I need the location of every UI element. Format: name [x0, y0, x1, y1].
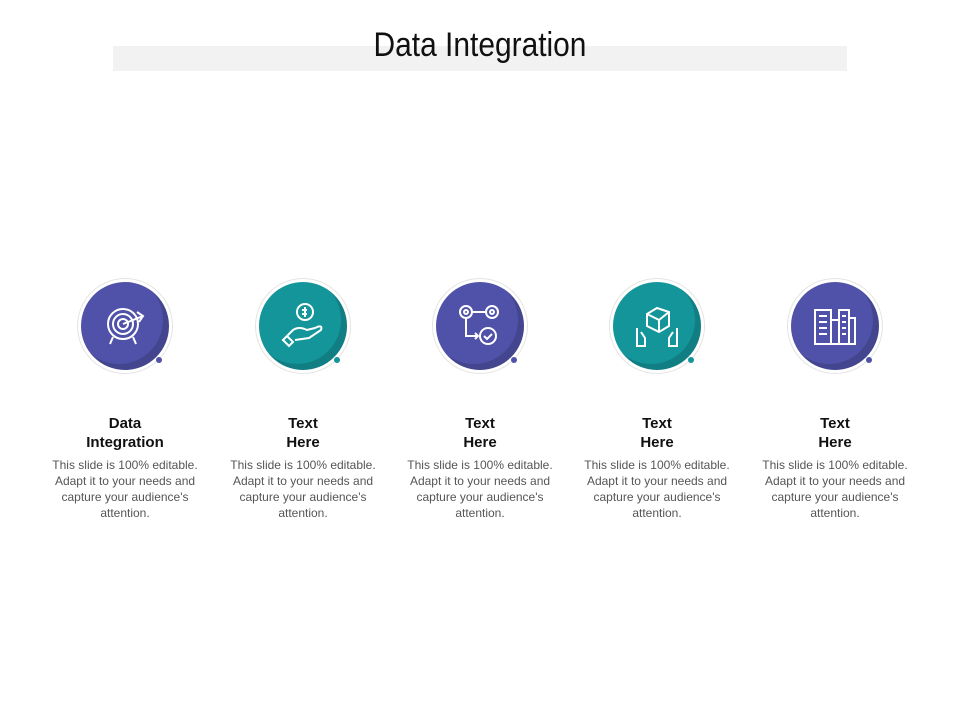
- accent-dot: [688, 357, 694, 363]
- hand-dollar-icon: [281, 303, 323, 348]
- heading-line1: Text: [288, 415, 318, 432]
- step-description: This slide is 100% editable. Adapt it to…: [584, 458, 730, 520]
- heading-line1: Text: [465, 415, 495, 432]
- title-bar: [113, 46, 847, 71]
- heading-line2: Here: [463, 434, 497, 451]
- hands-box-icon: [636, 306, 678, 347]
- step-description: This slide is 100% editable. Adapt it to…: [407, 458, 553, 520]
- icon-ring: [609, 278, 705, 374]
- heading-line2: Here: [640, 434, 674, 451]
- heading-line1: Data: [108, 415, 142, 432]
- icon-ring: [432, 278, 528, 374]
- step-description: This slide is 100% editable. Adapt it to…: [52, 458, 198, 520]
- step-description: This slide is 100% editable. Adapt it to…: [762, 458, 908, 520]
- heading-line2: Integration: [86, 434, 164, 451]
- accent-dot: [866, 357, 872, 363]
- buildings-icon: [814, 309, 856, 345]
- icon-circle: [791, 282, 879, 370]
- heading-line1: Text: [642, 415, 672, 432]
- accent-dot: [334, 357, 340, 363]
- icon-circle: [613, 282, 701, 370]
- accent-dot: [156, 357, 162, 363]
- icon-circle: [259, 282, 347, 370]
- slide-title: Data Integration: [373, 26, 587, 64]
- icon-circle: [436, 282, 524, 370]
- icon-circle: [81, 282, 169, 370]
- step-description: This slide is 100% editable. Adapt it to…: [230, 458, 376, 520]
- heading-line2: Here: [286, 434, 320, 451]
- target-icon: [107, 308, 145, 345]
- icon-ring: [77, 278, 173, 374]
- heading-line1: Text: [820, 415, 850, 432]
- heading-line2: Here: [818, 434, 852, 451]
- accent-dot: [511, 357, 517, 363]
- icon-ring: [787, 278, 883, 374]
- icon-ring: [255, 278, 351, 374]
- gears-process-icon: [459, 305, 499, 345]
